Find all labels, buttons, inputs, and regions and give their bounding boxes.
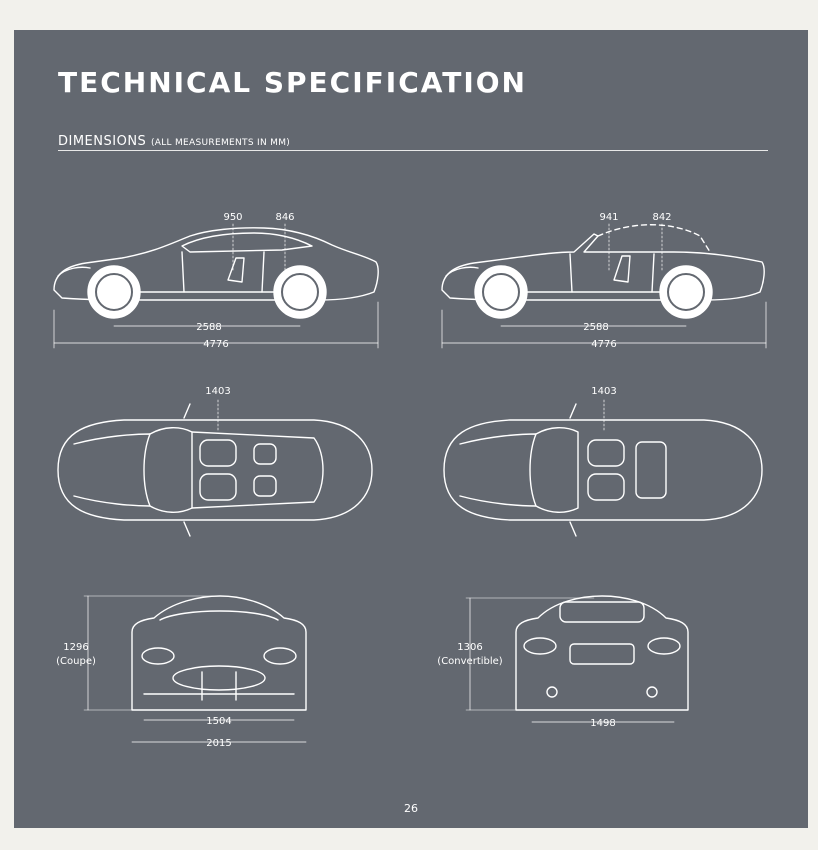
- section-title: DIMENSIONS: [58, 134, 147, 149]
- convertible-rear-headroom: 842: [652, 212, 671, 223]
- convertible-rear-plate: [569, 643, 635, 665]
- coupe-top-view: [57, 399, 373, 537]
- convertible-side-body: [441, 233, 765, 301]
- convertible-rear-rim: [667, 273, 705, 311]
- convertible-length-label: 4776: [591, 339, 616, 350]
- coupe-height-label: 1296: [63, 642, 88, 653]
- convertible-side-headlamp: [445, 266, 479, 277]
- section-heading: DIMENSIONS (ALL MEASUREMENTS IN MM): [58, 134, 290, 149]
- convertible-top-view: [443, 399, 763, 537]
- coupe-top-seat-left: [199, 439, 237, 467]
- coupe-rear-headroom: 846: [275, 212, 294, 223]
- coupe-top-rear-seat-left: [253, 443, 277, 465]
- coupe-top-windscreen: [149, 427, 193, 513]
- convertible-exhaust-right: [646, 686, 658, 698]
- coupe-height-note: (Coupe): [56, 656, 96, 667]
- convertible-side-view: [441, 223, 767, 349]
- coupe-top-mirror-left: [183, 403, 191, 419]
- convertible-top-mirror-left: [569, 403, 577, 419]
- convertible-front-rim: [482, 273, 520, 311]
- coupe-top-rear-seat-right: [253, 475, 277, 497]
- convertible-taillamp-right: [647, 637, 681, 655]
- coupe-front-headlamp-right: [263, 647, 297, 665]
- coupe-top-seat-right: [199, 473, 237, 501]
- coupe-front-view: [83, 595, 307, 743]
- coupe-length-label: 4776: [203, 339, 228, 350]
- convertible-top-body: [443, 419, 763, 521]
- convertible-rear-view: [465, 595, 689, 723]
- convertible-top-rear-deck: [635, 441, 667, 499]
- coupe-top-mirror-right: [183, 521, 191, 537]
- coupe-front-headroom: 950: [223, 212, 242, 223]
- coupe-side-door: [181, 251, 265, 293]
- coupe-side-seat: [227, 257, 245, 283]
- specification-page: TECHNICAL SPECIFICATION DIMENSIONS (ALL …: [14, 30, 808, 828]
- coupe-front-width-label: 2015: [206, 738, 231, 749]
- coupe-wheelbase-label: 2588: [196, 322, 221, 333]
- convertible-height-label: 1306: [457, 642, 482, 653]
- convertible-taillamp-left: [523, 637, 557, 655]
- convertible-top-seat-left: [587, 439, 625, 467]
- page-title: TECHNICAL SPECIFICATION: [58, 66, 527, 99]
- dimension-drawings: 950 846 2588 4776 941 842 2588 4776: [53, 212, 767, 749]
- convertible-front-headroom: 941: [599, 212, 618, 223]
- coupe-side-window: [181, 232, 313, 253]
- convertible-rear-window: [559, 601, 645, 623]
- convertible-track-label: 1498: [590, 718, 615, 729]
- coupe-width-label: 1403: [205, 386, 230, 397]
- section-divider: [58, 150, 768, 151]
- coupe-front-windscreen: [159, 610, 279, 621]
- convertible-side-door: [569, 253, 655, 293]
- coupe-top-roof: [191, 431, 324, 509]
- page-number: 26: [404, 802, 418, 815]
- coupe-front-bumper: [143, 671, 295, 701]
- convertible-exhaust-left: [546, 686, 558, 698]
- coupe-side-view: [53, 223, 379, 349]
- coupe-front-rim: [95, 273, 133, 311]
- convertible-wheelbase-label: 2588: [583, 322, 608, 333]
- coupe-top-body: [57, 419, 373, 521]
- coupe-front-body: [131, 595, 307, 711]
- convertible-top-seat-right: [587, 473, 625, 501]
- convertible-top-bonnet: [459, 433, 537, 507]
- coupe-side-headlamp: [57, 266, 91, 277]
- convertible-top-windscreen: [535, 427, 579, 513]
- section-note: (ALL MEASUREMENTS IN MM): [150, 138, 291, 148]
- coupe-track-label: 1504: [206, 716, 231, 727]
- convertible-rear-body: [515, 595, 689, 711]
- convertible-height-note: (Convertible): [437, 656, 502, 667]
- convertible-soft-top-outline: [597, 224, 711, 253]
- convertible-top-mirror-right: [569, 521, 577, 537]
- coupe-rear-rim: [281, 273, 319, 311]
- coupe-front-grille: [172, 665, 266, 691]
- convertible-width-label: 1403: [591, 386, 616, 397]
- coupe-front-headlamp-left: [141, 647, 175, 665]
- coupe-top-bonnet: [73, 433, 151, 507]
- convertible-side-seat: [613, 255, 631, 283]
